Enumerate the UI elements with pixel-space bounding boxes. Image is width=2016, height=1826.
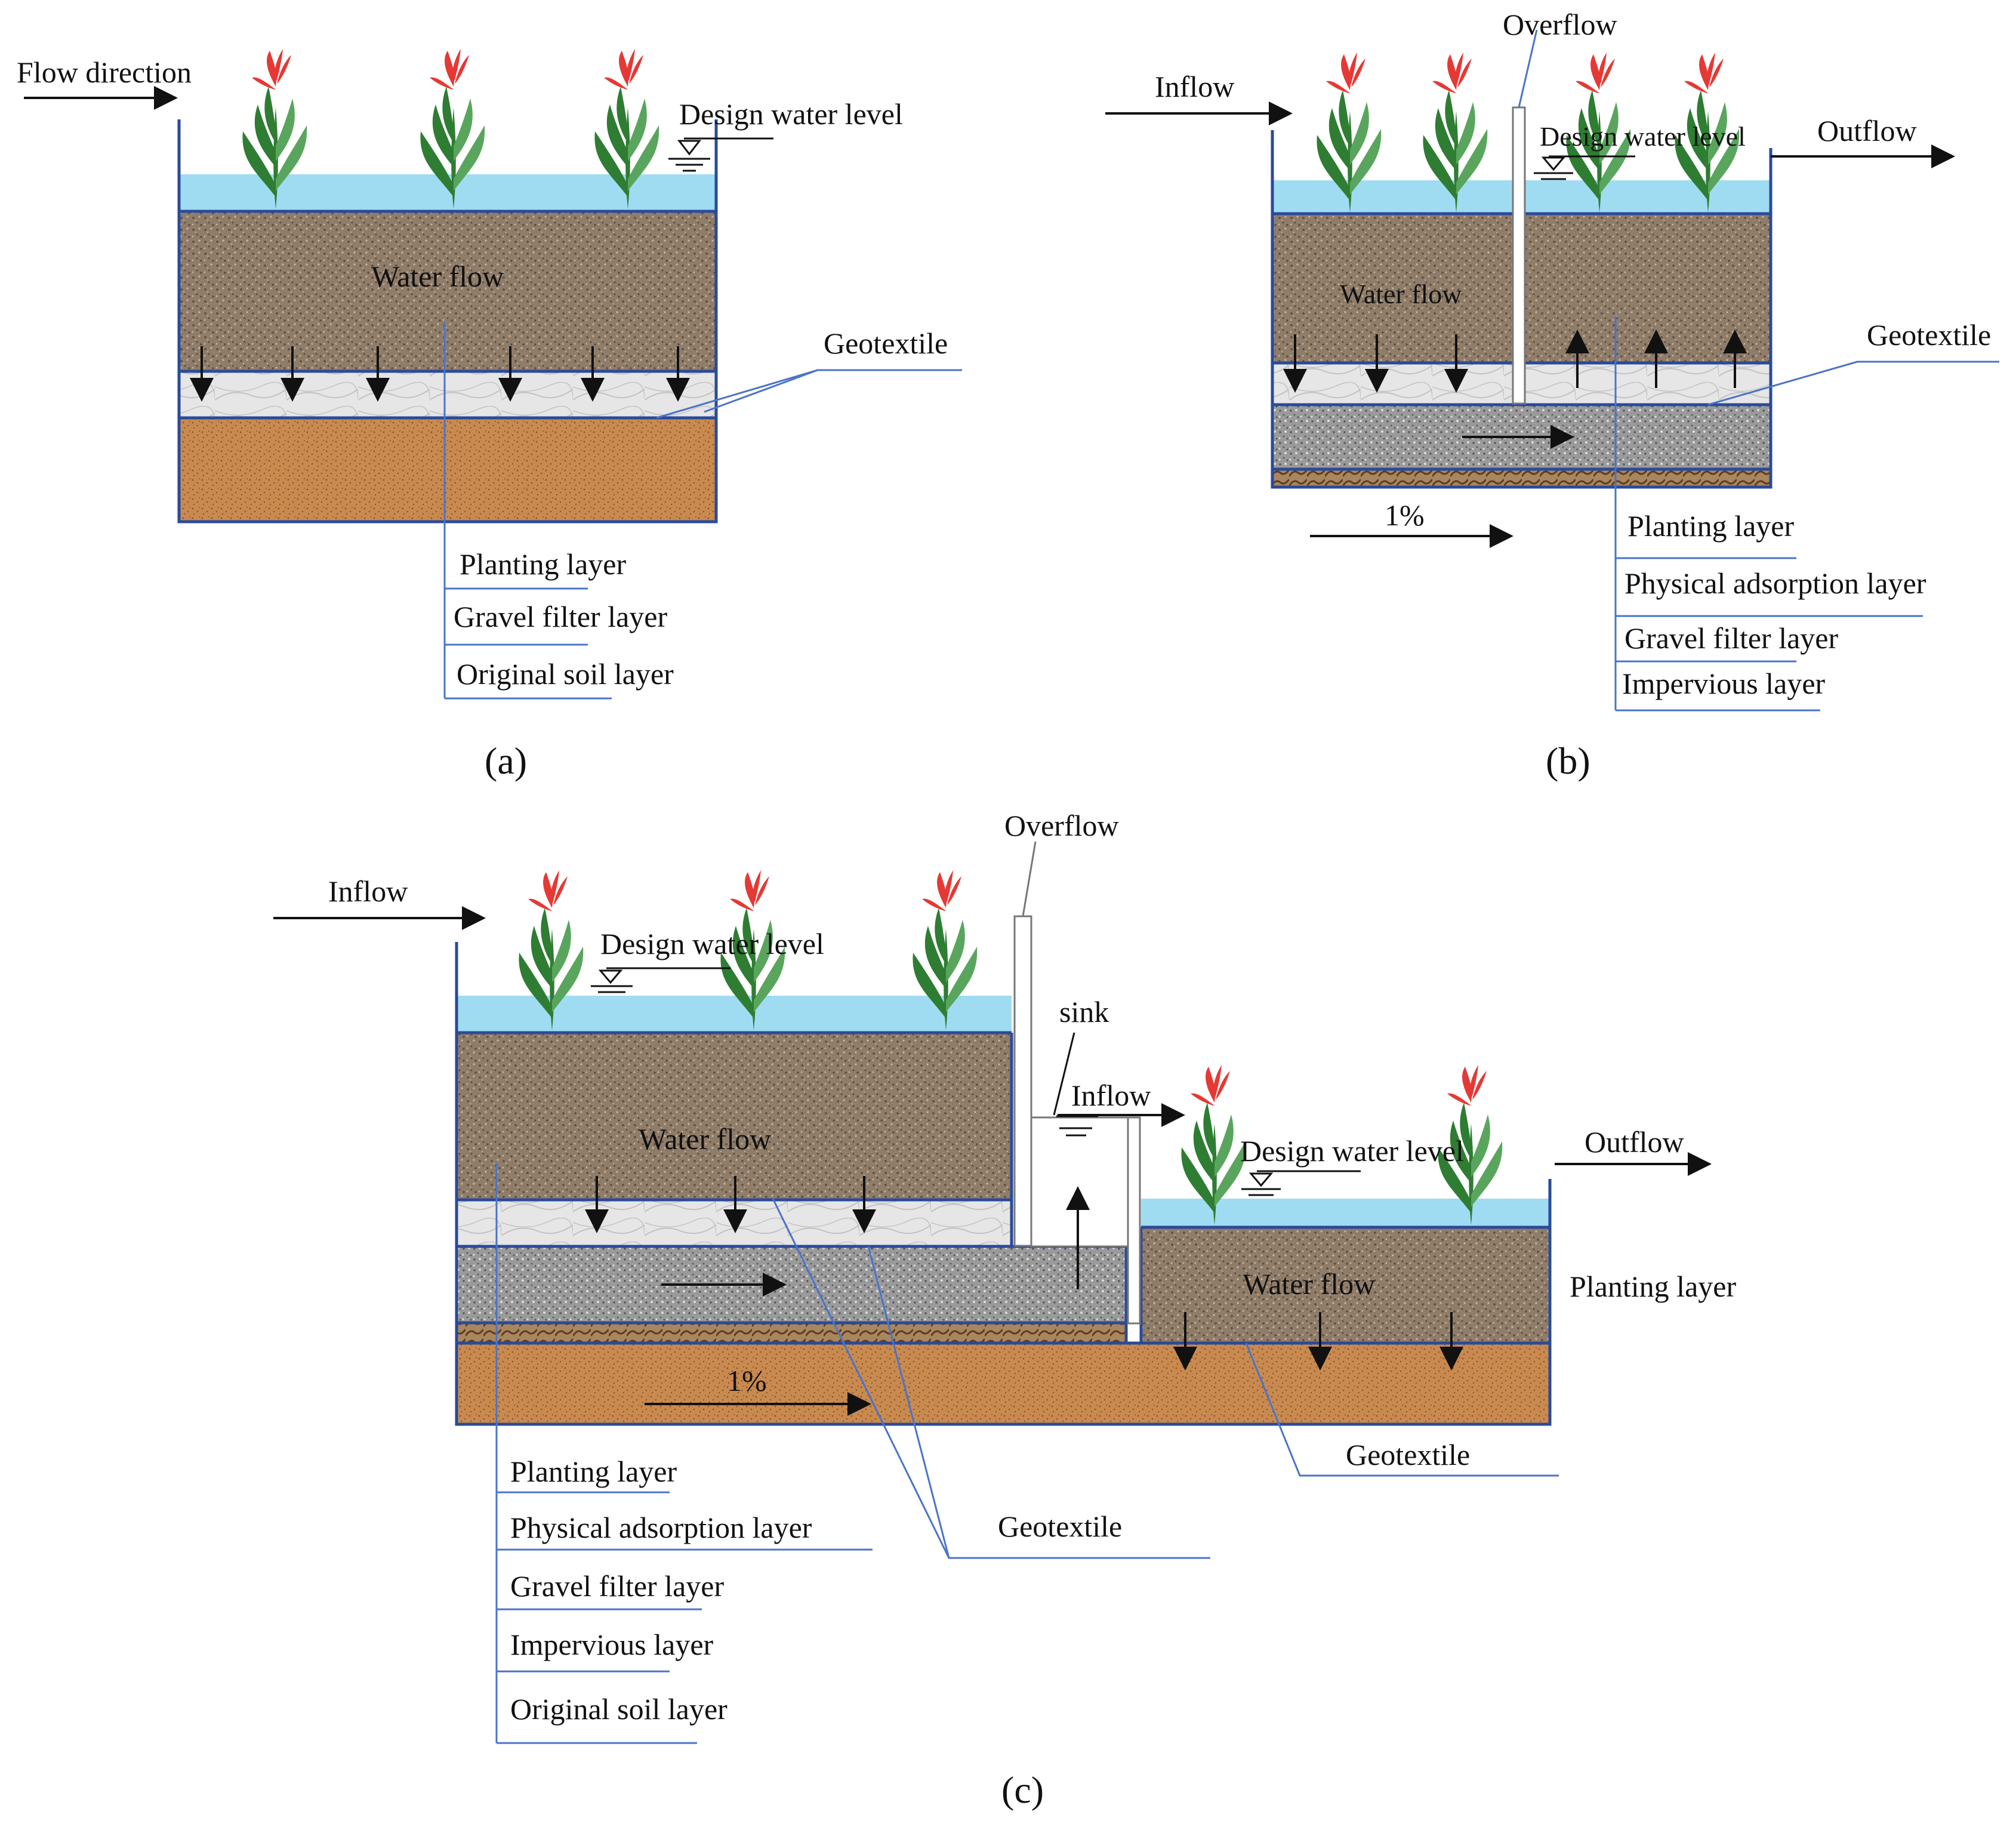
- water-flow-label: Water flow: [371, 260, 504, 293]
- planting-layer: [1141, 1227, 1550, 1343]
- caption-b: (b): [1546, 740, 1590, 782]
- inflow-label: Inflow: [1155, 70, 1234, 103]
- design-water-level-label: Design water level: [679, 97, 903, 131]
- planting-layer-right-label: Planting layer: [1570, 1270, 1736, 1303]
- sink-label: sink: [1059, 995, 1109, 1029]
- flow-arrows: [1283, 330, 1747, 449]
- impervious-layer: [457, 1323, 1126, 1343]
- legend-planting-layer: Planting layer: [460, 547, 626, 581]
- panel-a: Flow direction Design water level Water …: [17, 49, 962, 782]
- slope-label: 1%: [1385, 498, 1425, 532]
- legend-physical-adsorption-layer: Physical adsorption layer: [510, 1511, 812, 1544]
- outflow-label: Outflow: [1585, 1125, 1684, 1159]
- water-flow-right-label: Water flow: [1243, 1267, 1375, 1301]
- water-flow-left-label: Water flow: [639, 1122, 771, 1156]
- caption-a: (a): [485, 740, 527, 782]
- inflow-inner-label: Inflow: [1071, 1079, 1151, 1112]
- caption-c: (c): [1001, 1769, 1044, 1811]
- water-layer: [1141, 1199, 1550, 1227]
- water-flow-label: Water flow: [1340, 279, 1462, 309]
- design-water-level-label: Design water level: [1540, 121, 1746, 152]
- design-water-level-right-label: Design water level: [1240, 1134, 1464, 1168]
- legend-original-soil-layer: Original soil layer: [510, 1692, 728, 1726]
- legend-physical-adsorption-layer: Physical adsorption layer: [1624, 566, 1926, 600]
- flow-arrows: [585, 1176, 1463, 1416]
- overflow-label: Overflow: [1004, 809, 1119, 842]
- water-level-symbol-icon: [1241, 1172, 1281, 1196]
- overflow-label: Overflow: [1503, 8, 1617, 41]
- impervious-layer: [1272, 469, 1771, 487]
- sink: [1030, 1116, 1140, 1248]
- slope-label: 1%: [727, 1364, 767, 1397]
- overflow-pipe: [1512, 106, 1526, 405]
- planting-layer: [457, 1033, 1012, 1200]
- water-level-symbol-icon: [668, 140, 710, 172]
- layer-legend: Planting layer Gravel filter layer Origi…: [443, 322, 674, 700]
- soil-layer: [457, 1343, 1550, 1424]
- geotextile-label: Geotextile: [824, 327, 948, 360]
- legend-impervious-layer: Impervious layer: [510, 1628, 714, 1661]
- geotextile-left-label: Geotextile: [998, 1510, 1122, 1543]
- legend-planting-layer: Planting layer: [510, 1455, 677, 1488]
- legend-gravel-filter-layer: Gravel filter layer: [454, 600, 667, 633]
- water-level-symbol-icon: [591, 969, 633, 993]
- flow-arrows: [190, 346, 690, 402]
- outflow-label: Outflow: [1817, 114, 1917, 147]
- water-level-symbol-icon: [1534, 156, 1573, 180]
- geotextile-label: Geotextile: [1867, 318, 1991, 352]
- geotextile-right-label: Geotextile: [1346, 1438, 1470, 1471]
- legend-planting-layer: Planting layer: [1627, 509, 1794, 543]
- gravel-layer: [457, 1246, 1126, 1323]
- panel-b: Overflow Inflow Outflow Design water le: [1105, 8, 1999, 782]
- panel-c: Overflow sink Inflow: [273, 809, 1736, 1811]
- design-water-level-left-label: Design water level: [600, 927, 824, 960]
- overflow-pipe: [1013, 915, 1032, 1247]
- planting-layer: [179, 211, 716, 371]
- inflow-label: Inflow: [328, 874, 408, 908]
- geotextile-layer: [179, 371, 716, 418]
- layer-legend: Planting layer Physical adsorption layer…: [1614, 316, 1926, 712]
- legend-original-soil-layer: Original soil layer: [457, 657, 674, 691]
- legend-gravel-filter-layer: Gravel filter layer: [1624, 621, 1838, 655]
- layer-legend: Planting layer Physical adsorption layer…: [495, 1163, 873, 1744]
- legend-gravel-filter-layer: Gravel filter layer: [510, 1569, 724, 1603]
- legend-impervious-layer: Impervious layer: [1622, 667, 1826, 700]
- flow-direction-label: Flow direction: [17, 56, 192, 89]
- soil-layer: [179, 418, 716, 522]
